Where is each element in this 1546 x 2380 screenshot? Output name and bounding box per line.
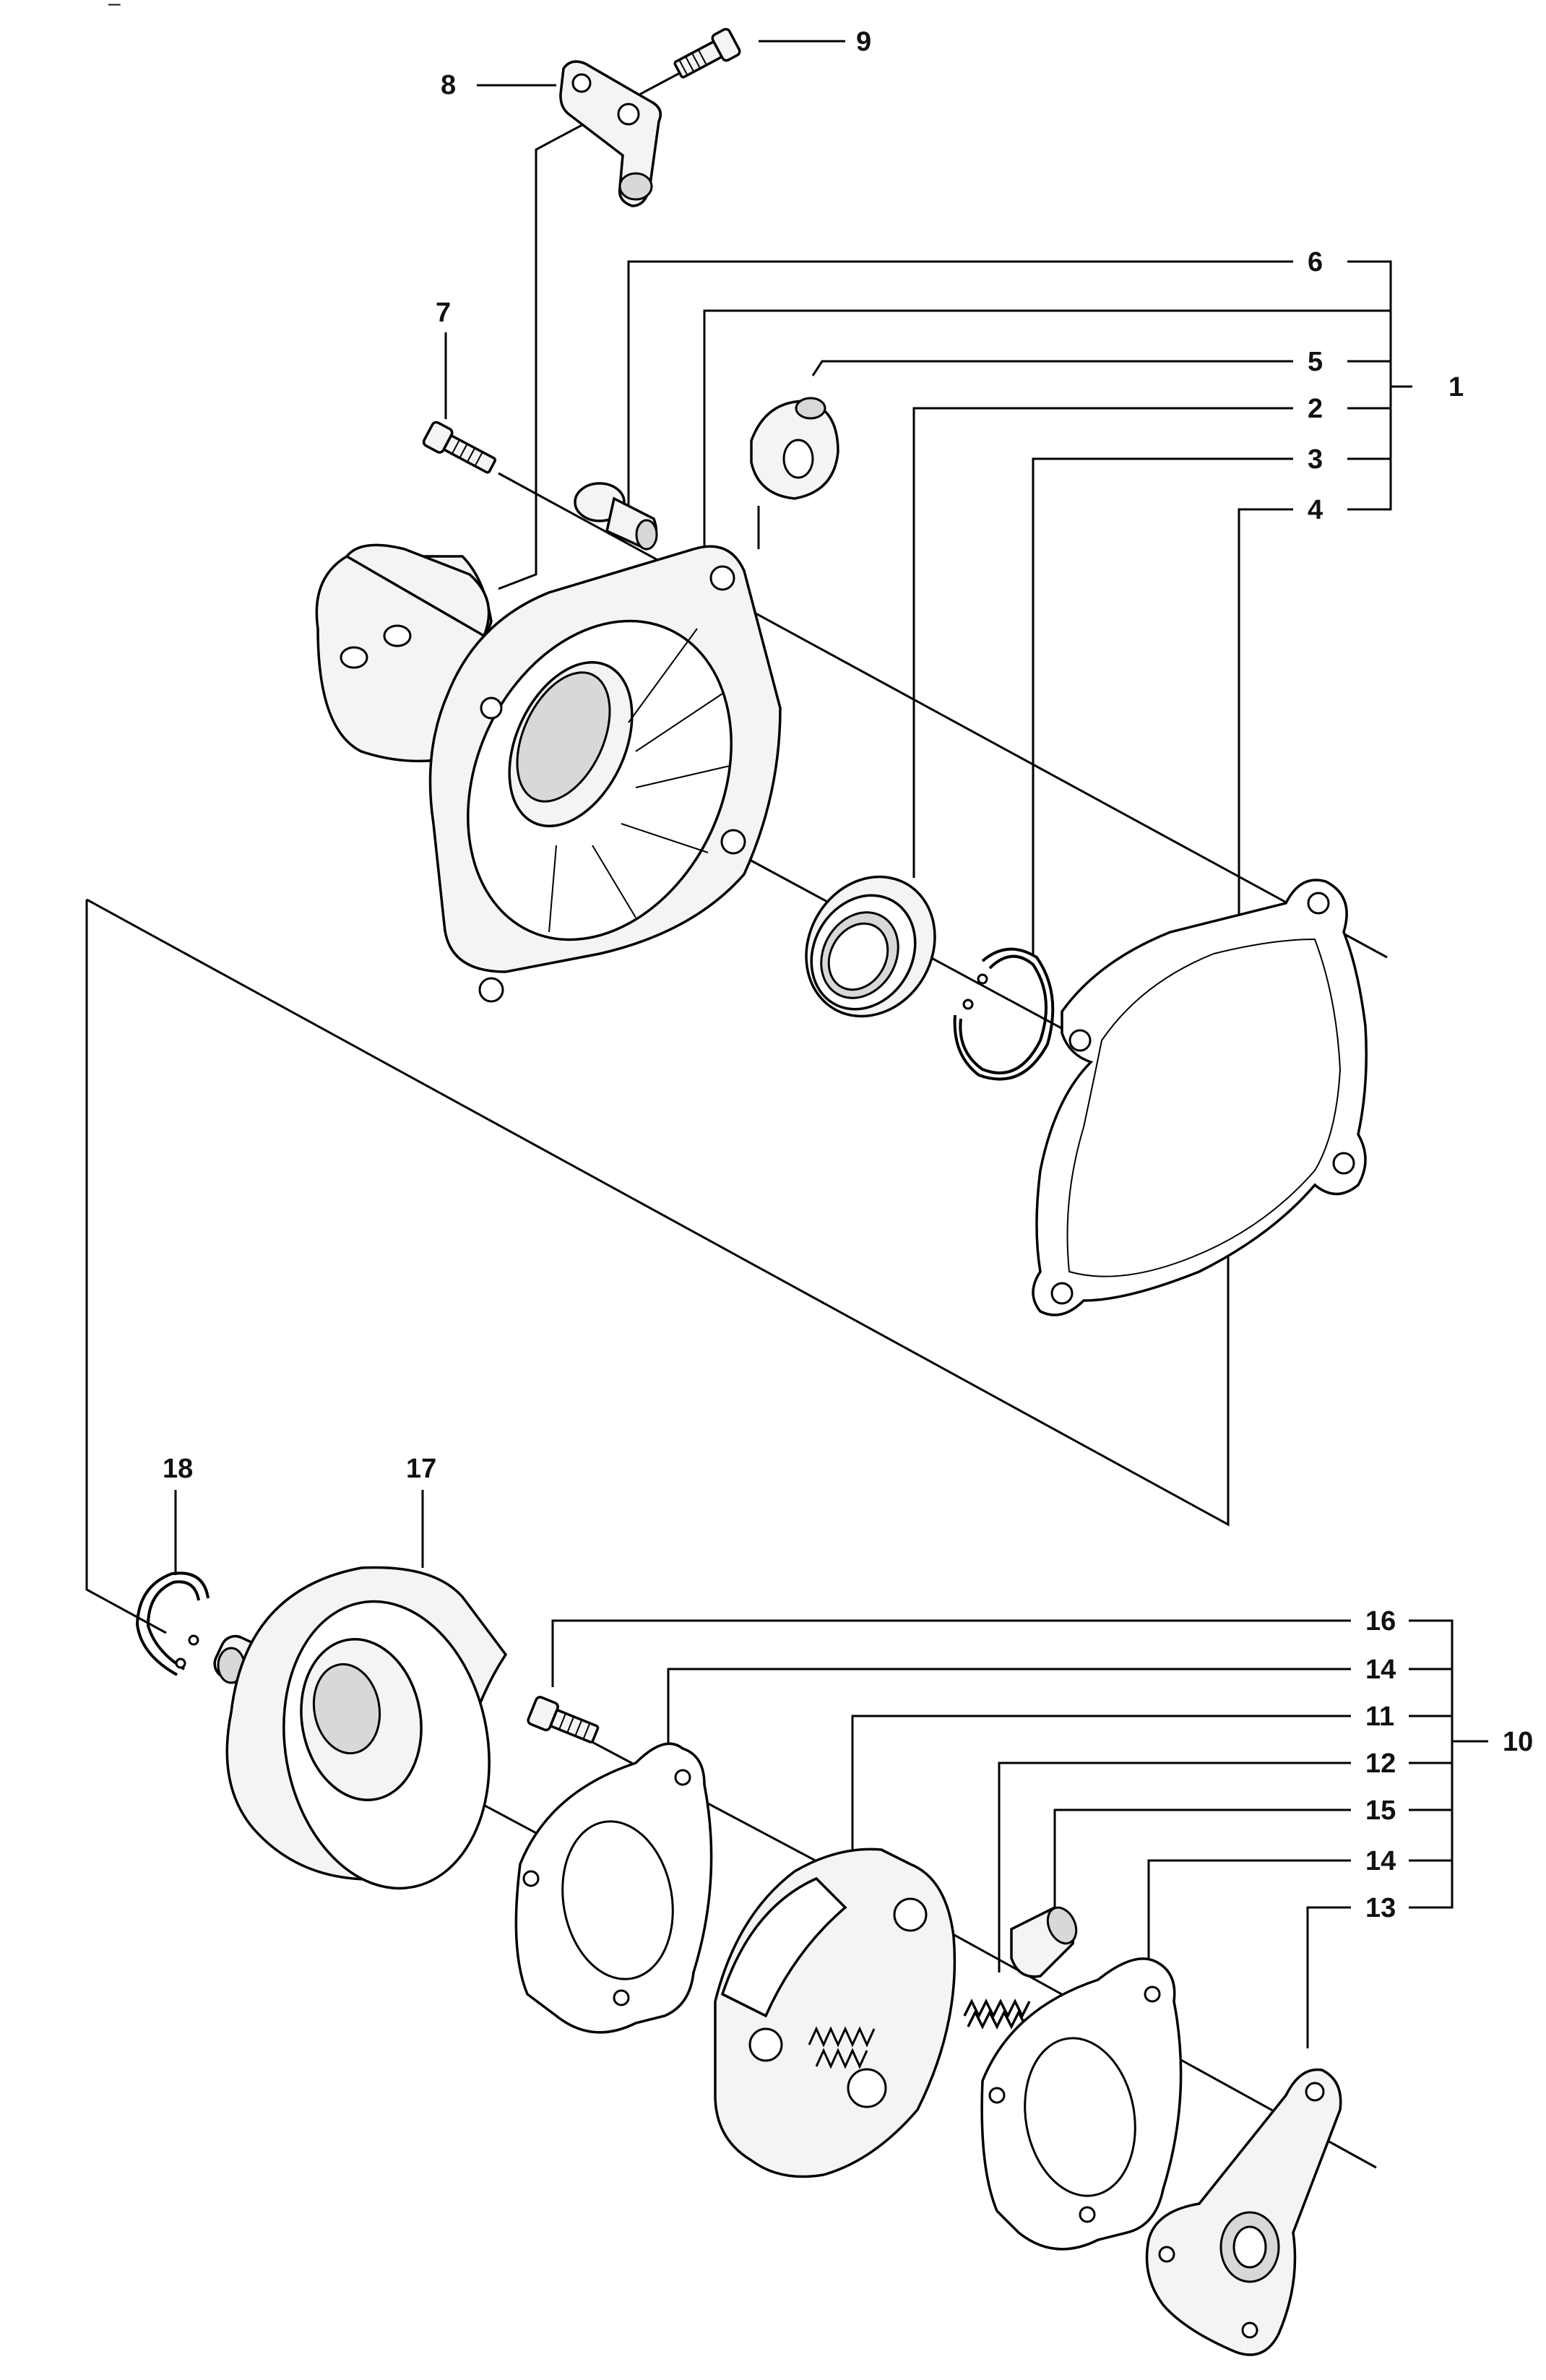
- screw-7: [422, 421, 497, 474]
- callout-6: 6: [1308, 247, 1323, 277]
- callout-15: 15: [1365, 1795, 1396, 1826]
- callout-12: 12: [1365, 1749, 1396, 1779]
- spring-12: [963, 1999, 1031, 2030]
- clutch-shoes-11: [714, 1847, 956, 2178]
- callout-4: 4: [1308, 495, 1323, 525]
- callout-14a: 14: [1365, 1655, 1396, 1685]
- callout-1: 1: [1448, 372, 1464, 402]
- screw-16: [527, 1696, 600, 1743]
- callout-5: 5: [1308, 347, 1323, 377]
- callout-7: 7: [436, 298, 451, 328]
- spacer-15: [1010, 1906, 1078, 1978]
- callout-17: 17: [406, 1454, 436, 1484]
- callout-18: 18: [163, 1454, 193, 1484]
- gasket-4: [1032, 879, 1368, 1316]
- leader-lines-upper: [85, 40, 1412, 1634]
- cam-washer-5: [750, 397, 839, 500]
- plate-washer-14b: [980, 1957, 1183, 2251]
- callout-10: 10: [1503, 1727, 1533, 1757]
- callout-14b: 14: [1365, 1846, 1396, 1876]
- callout-3: 3: [1308, 444, 1323, 475]
- screw-9: [673, 27, 741, 79]
- callout-9: 9: [856, 27, 871, 57]
- clutch-drum-17: [213, 1566, 508, 1890]
- bearing-2: [805, 875, 936, 1018]
- callout-11: 11: [1365, 1702, 1394, 1732]
- clutch-housing-1: [315, 543, 782, 1003]
- plate-washer-14a: [514, 1742, 713, 2034]
- hub-13: [1145, 2068, 1342, 2356]
- bushing-6: [574, 482, 658, 551]
- circlip-3: [953, 947, 1055, 1081]
- circlip-18: [135, 1571, 210, 1676]
- callout-13: 13: [1365, 1893, 1396, 1923]
- callout-8: 8: [441, 70, 456, 100]
- bracket-8: [559, 60, 662, 207]
- corner-mark: –: [108, 0, 121, 15]
- callout-2: 2: [1308, 394, 1323, 424]
- callout-labels: 9 8 6 7 5 1 2 3 4 18 17 16 14 11 10 12 1…: [163, 27, 1533, 1923]
- callout-16: 16: [1365, 1606, 1396, 1637]
